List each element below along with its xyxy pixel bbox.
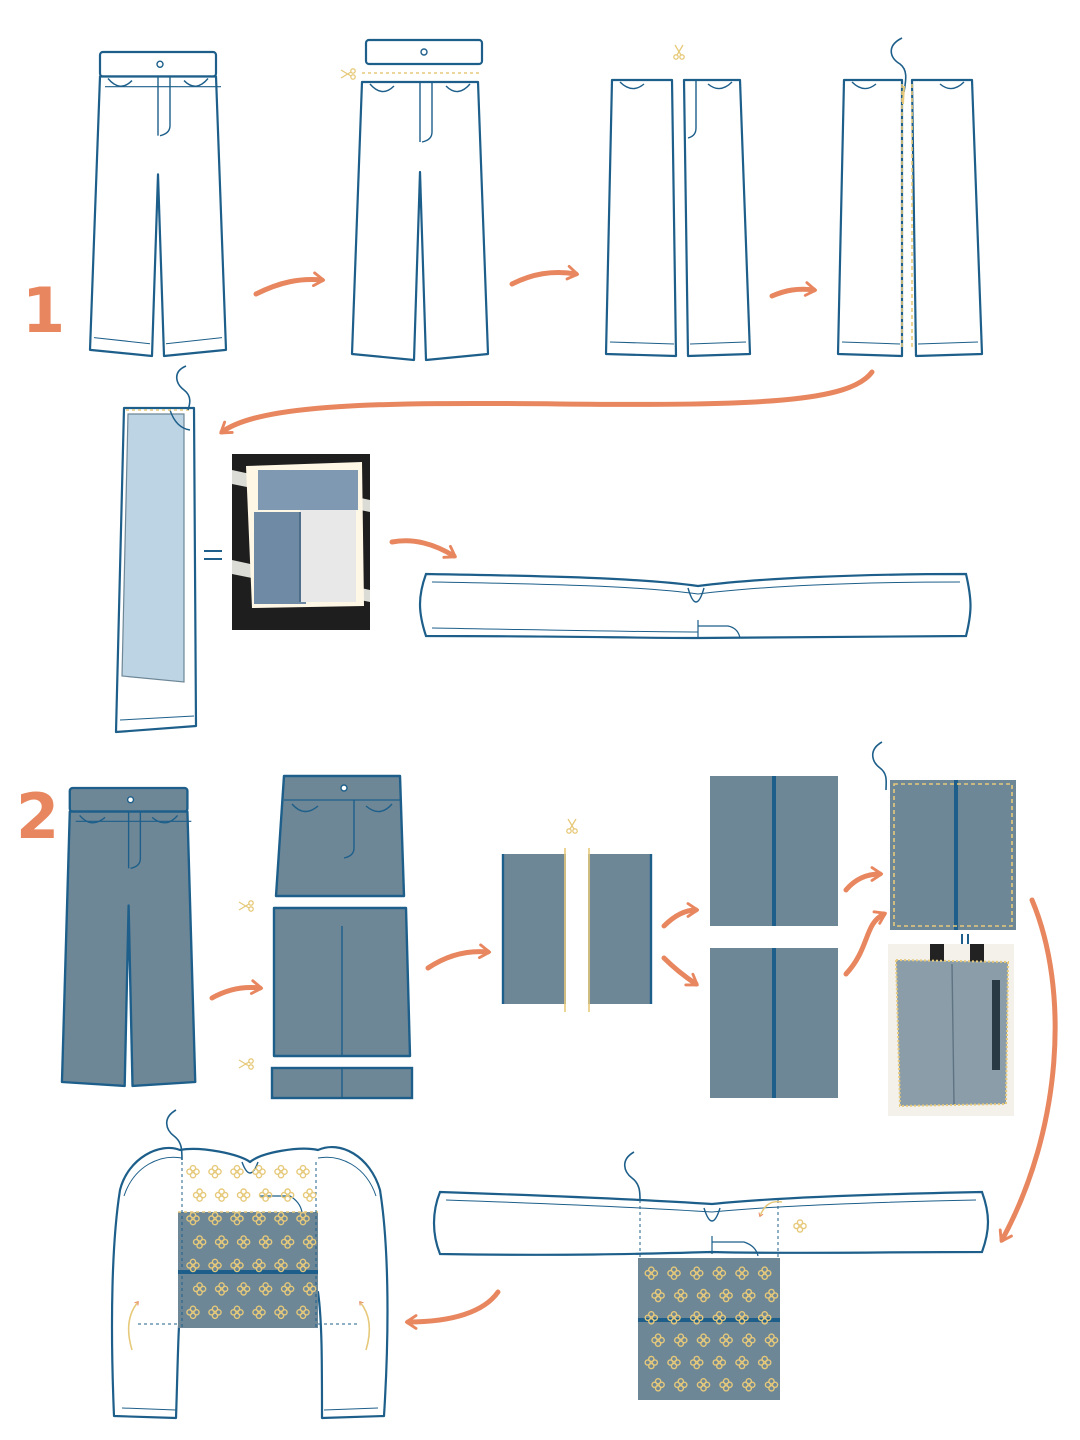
step1-row1 [90,38,982,432]
scissors-icon [239,901,253,911]
scissors-icon [674,45,684,59]
equals-sign-icon [962,934,968,944]
curved-arrow-icon [256,280,322,294]
curved-arrow-icon [212,987,260,998]
scissors-icon [567,819,577,833]
scissors-icon [341,69,355,79]
leg-halves [502,848,652,1012]
photo-sewn-panel [888,944,1014,1116]
jeans-outline-sewn [838,80,982,356]
curved-arrow-icon [664,958,696,984]
curved-arrow-icon [408,1292,498,1322]
jeans-denim-original [62,788,195,1086]
curved-arrow-icon [222,372,872,432]
single-leg-with-panel [116,366,196,732]
jeans-denim-cut-pieces [272,776,412,1098]
jeans-outline-original [90,52,226,356]
curved-arrow-icon [392,541,454,556]
denim-panel-joined [873,742,1016,930]
long-band-with-panel [434,1152,988,1400]
denim-panel-bottom [710,948,838,1098]
jeans-outline-waistband-cut [352,40,488,360]
needle-thread-icon [177,366,190,410]
equals-sign-icon [204,551,222,559]
curved-arrow-icon [664,910,696,926]
denim-panel-top [710,776,838,926]
curved-arrow-icon [512,272,576,284]
jeans-outline-split [606,80,750,356]
photo-sewn-leg [232,454,370,630]
curved-arrow-icon [846,914,884,974]
curved-arrow-icon [428,952,488,968]
scissors-icon [239,1059,253,1069]
step-number-1: 1 [22,280,65,342]
needle-thread-icon [873,742,886,790]
finished-cropped-top [112,1110,387,1418]
step2-row2 [112,1110,988,1418]
curved-arrow-icon [846,874,880,890]
needle-icon [903,86,904,104]
step-number-2: 2 [16,786,59,848]
long-leg-band [420,574,971,638]
curved-arrow-icon [772,289,814,296]
needle-thread-icon [625,1152,640,1200]
